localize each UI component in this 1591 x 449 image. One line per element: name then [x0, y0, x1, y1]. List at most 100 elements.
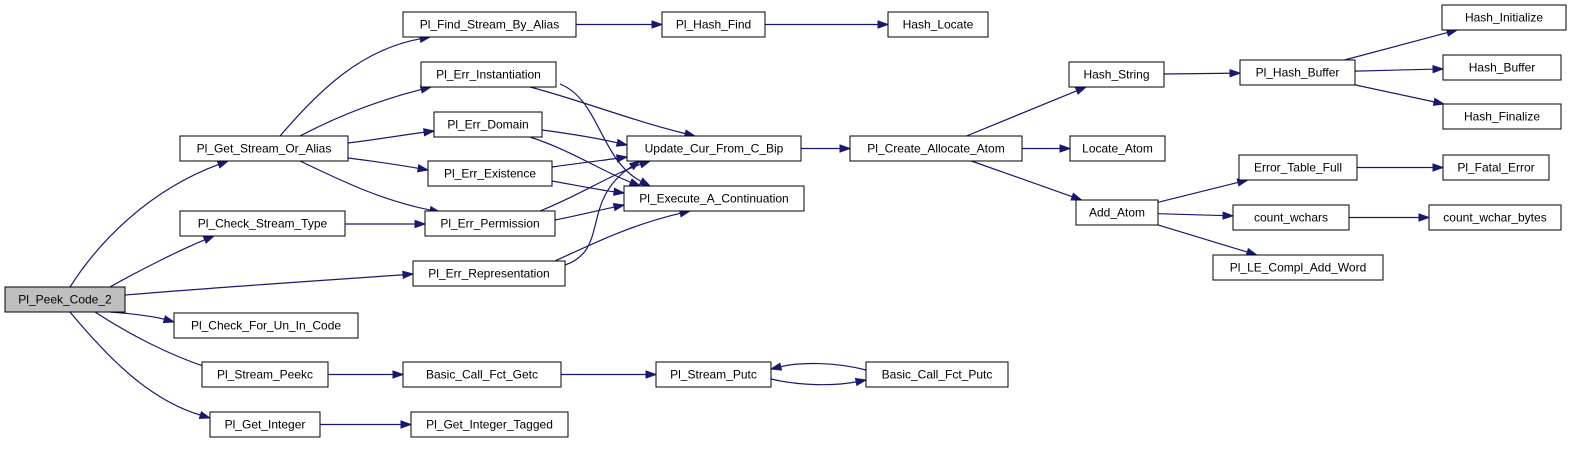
edge-line	[109, 311, 165, 320]
node-label: Hash_String	[1083, 68, 1149, 82]
edge-getstream-to-findalias	[279, 34, 432, 137]
node-checkun[interactable]: Pl_Check_For_Un_In_Code	[173, 312, 359, 339]
edge-peekc-to-getc	[328, 370, 405, 379]
node-hbuf[interactable]: Hash_Buffer	[1442, 54, 1562, 81]
node-peek[interactable]: Pl_Peek_Code_2	[4, 286, 126, 313]
node-countwb[interactable]: count_wchar_bytes	[1428, 204, 1562, 231]
node-hashfind[interactable]: Pl_Hash_Find	[661, 11, 766, 38]
edge-arrowhead	[651, 20, 664, 29]
node-label: Pl_Check_Stream_Type	[198, 217, 328, 231]
node-locateatom[interactable]: Locate_Atom	[1069, 135, 1166, 162]
node-errperm[interactable]: Pl_Err_Permission	[424, 210, 556, 237]
edge-line	[564, 165, 632, 266]
node-label: Pl_Hash_Find	[676, 18, 751, 32]
node-hashlocate[interactable]: Hash_Locate	[887, 11, 989, 38]
edge-line	[770, 378, 857, 386]
node-lecompl[interactable]: Pl_LE_Compl_Add_Word	[1212, 254, 1384, 281]
edge-findalias-to-hashfind	[576, 20, 664, 29]
node-updcur[interactable]: Update_Cur_From_C_Bip	[626, 135, 802, 162]
node-fatal[interactable]: Pl_Fatal_Error	[1442, 154, 1550, 181]
edge-checktype-to-errperm	[345, 219, 427, 229]
edge-arrowhead	[162, 315, 176, 324]
node-box	[201, 361, 329, 388]
node-errinst[interactable]: Pl_Err_Instantiation	[420, 61, 557, 88]
edge-arrowhead	[616, 154, 629, 163]
node-checktype[interactable]: Pl_Check_Stream_Type	[179, 210, 346, 237]
edge-arrowhead	[400, 420, 413, 429]
edge-errexist-to-updcur	[551, 154, 629, 168]
edge-line	[94, 311, 206, 368]
node-hashstring[interactable]: Hash_String	[1068, 61, 1165, 88]
edge-arrowhead	[628, 160, 642, 171]
edge-arrowhead	[392, 370, 405, 379]
node-addatom[interactable]: Add_Atom	[1075, 199, 1159, 226]
node-hashbuffer[interactable]: Pl_Hash_Buffer	[1239, 59, 1356, 86]
node-box	[887, 11, 989, 38]
edge-line	[299, 160, 431, 211]
node-errexist[interactable]: Pl_Err_Existence	[427, 160, 553, 187]
edge-arrowhead	[1074, 86, 1088, 95]
node-errtable[interactable]: Error_Table_Full	[1238, 154, 1358, 181]
edge-hashbuffer-to-hfin	[1354, 84, 1446, 106]
node-box	[1441, 4, 1567, 31]
node-label: count_wchar_bytes	[1443, 211, 1546, 225]
node-box	[179, 135, 349, 162]
node-label: Hash_Initialize	[1465, 11, 1543, 25]
node-hinit[interactable]: Hash_Initialize	[1441, 4, 1567, 31]
nodes-layer: Pl_Peek_Code_2Pl_Get_Stream_Or_AliasPl_C…	[4, 4, 1567, 438]
node-box	[661, 11, 766, 38]
edge-line	[529, 86, 686, 135]
edge-line	[347, 131, 425, 144]
node-countw[interactable]: count_wchars	[1232, 204, 1350, 231]
node-label: Pl_Hash_Buffer	[1256, 66, 1340, 80]
node-label: Pl_Fatal_Error	[1457, 161, 1534, 175]
node-box	[1428, 204, 1562, 231]
edge-errrep-to-execcont	[554, 209, 692, 262]
node-getint[interactable]: Pl_Get_Integer	[209, 411, 321, 438]
edge-arrowhead	[839, 144, 852, 153]
node-box	[402, 11, 577, 38]
edge-line	[69, 163, 219, 288]
node-box	[1442, 154, 1550, 181]
edge-line	[529, 136, 631, 183]
edge-errrep-to-updcur	[564, 160, 642, 266]
node-box	[623, 185, 805, 212]
node-box	[1069, 135, 1166, 162]
edge-errdom-to-updcur	[541, 129, 629, 147]
node-getinttag[interactable]: Pl_Get_Integer_Tagged	[410, 411, 569, 438]
edge-line	[971, 160, 1073, 198]
node-label: Pl_Err_Instantiation	[436, 68, 541, 82]
node-label: Locate_Atom	[1082, 142, 1153, 156]
node-findalias[interactable]: Pl_Find_Stream_By_Alias	[402, 11, 577, 38]
edge-hashbuffer-to-hbuf	[1354, 64, 1445, 74]
edge-arrowhead	[1222, 211, 1235, 220]
node-execcont[interactable]: Pl_Execute_A_Continuation	[623, 185, 805, 212]
edge-line	[1157, 213, 1224, 217]
edge-getstream-to-errexist	[347, 157, 430, 173]
node-hfin[interactable]: Hash_Finalize	[1442, 103, 1562, 130]
edge-arrowhead	[402, 270, 415, 279]
edge-getc-to-putc	[561, 370, 658, 379]
edge-countw-to-countwb	[1349, 213, 1431, 222]
node-peekc[interactable]: Pl_Stream_Peekc	[201, 361, 329, 388]
edge-arrowhead	[1432, 97, 1446, 106]
node-errrep[interactable]: Pl_Err_Representation	[412, 260, 566, 287]
node-bputc[interactable]: Basic_Call_Fct_Putc	[865, 361, 1009, 388]
node-box	[655, 361, 772, 388]
node-createatom[interactable]: Pl_Create_Allocate_Atom	[849, 135, 1023, 162]
node-box	[1239, 59, 1356, 86]
node-label: Pl_Err_Representation	[428, 267, 549, 281]
edge-line	[279, 38, 421, 137]
node-label: Pl_Err_Permission	[440, 217, 539, 231]
edge-peek-to-errrep	[124, 270, 415, 296]
node-getc[interactable]: Basic_Call_Fct_Getc	[402, 361, 562, 388]
node-box	[1442, 103, 1562, 130]
edge-peek-to-getint	[69, 311, 212, 420]
node-putc[interactable]: Pl_Stream_Putc	[655, 361, 772, 388]
edge-line	[347, 157, 419, 169]
edge-line	[551, 180, 615, 193]
node-errdom[interactable]: Pl_Err_Domain	[433, 111, 543, 138]
edge-arrowhead	[615, 138, 629, 147]
node-getstream[interactable]: Pl_Get_Stream_Or_Alias	[179, 135, 349, 162]
